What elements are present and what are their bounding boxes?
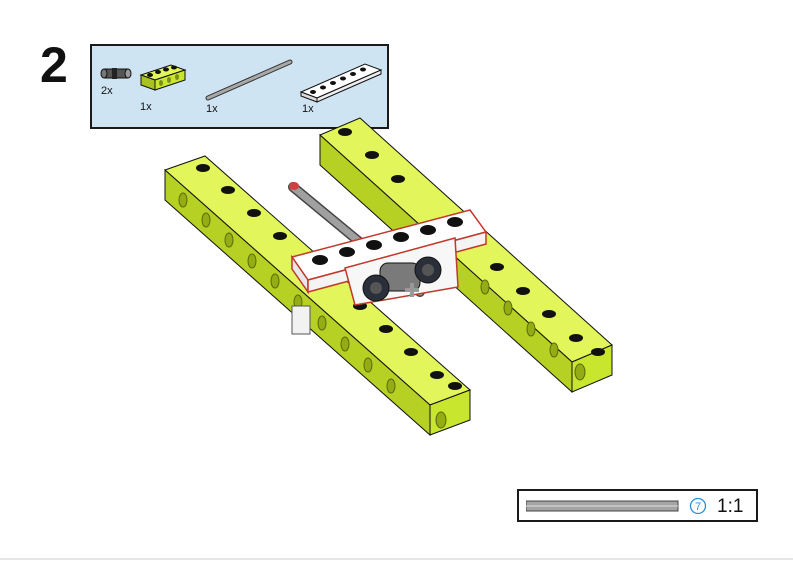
part-qty: 1x xyxy=(140,101,152,113)
plate-icon xyxy=(299,63,383,103)
step-number: 2 xyxy=(40,37,68,93)
technic-brick-icon xyxy=(139,64,187,91)
axle-length-label: 7 xyxy=(695,501,701,513)
connector-pegs xyxy=(362,256,442,302)
part-qty: 2x xyxy=(101,85,113,97)
part-qty: 1x xyxy=(206,103,218,115)
axle-scale-icon: 7 xyxy=(526,498,707,514)
connector-peg-icon xyxy=(100,68,132,79)
page-divider xyxy=(0,558,793,560)
axle-icon xyxy=(205,59,293,101)
part-qty: 1x xyxy=(302,103,314,115)
scale-ratio: 1:1 xyxy=(717,496,744,517)
scale-indicator: 7 1:1 xyxy=(517,489,758,522)
parts-list-panel: 2x 1x 1x 1x xyxy=(90,44,389,129)
